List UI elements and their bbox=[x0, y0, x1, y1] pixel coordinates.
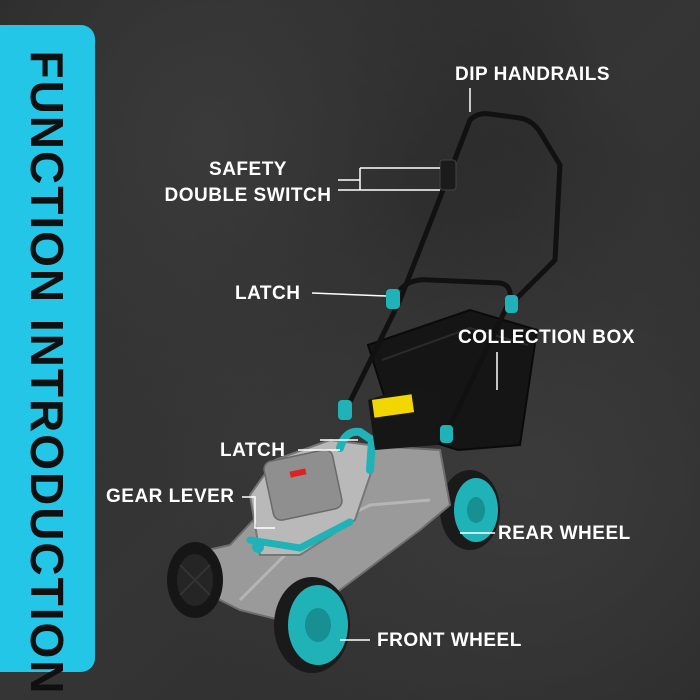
label-rear-wheel: REAR WHEEL bbox=[498, 523, 631, 544]
label-safety-line1: SAFETY bbox=[209, 159, 287, 180]
upper-latch-knob-left bbox=[386, 289, 400, 309]
label-dip-handrails: DIP HANDRAILS bbox=[455, 64, 610, 85]
side-banner: FUNCTION INTRODUCTION bbox=[0, 25, 95, 696]
label-latch-lower: LATCH bbox=[220, 440, 286, 461]
label-collection-box: COLLECTION BOX bbox=[458, 327, 635, 348]
label-gear-lever: GEAR LEVER bbox=[106, 486, 235, 507]
label-front-wheel: FRONT WHEEL bbox=[377, 630, 522, 651]
label-latch-upper: LATCH bbox=[235, 283, 301, 304]
label-safety-line2: DOUBLE SWITCH bbox=[164, 185, 332, 206]
